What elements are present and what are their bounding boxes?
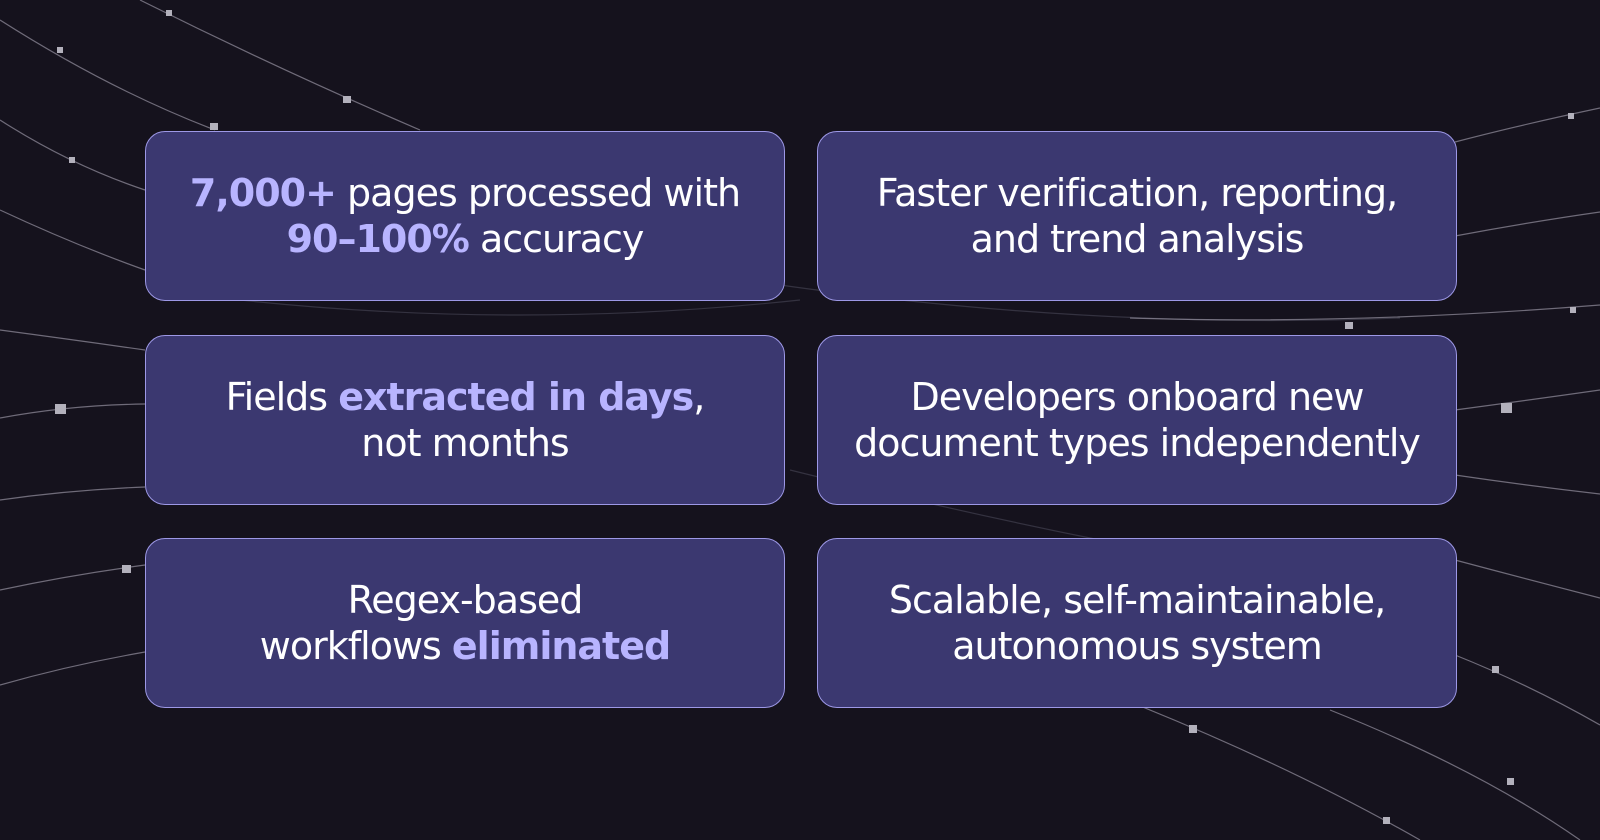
- highlight-card-regex-eliminated: Regex-based workflows eliminated: [145, 538, 785, 708]
- stat-pages-processed: 7,000+: [189, 171, 337, 215]
- card-text-line: Regex-based: [347, 578, 584, 622]
- card-text-line: and trend analysis: [970, 217, 1305, 261]
- highlight-eliminated: eliminated: [451, 624, 671, 668]
- card-text-segment: pages processed with: [335, 171, 741, 215]
- highlight-card-scalable-system: Scalable, self-maintainable, autonomous …: [817, 538, 1457, 708]
- card-text: Scalable, self-maintainable, autonomous …: [879, 577, 1395, 669]
- card-text-line: document types independently: [854, 421, 1421, 465]
- card-text-segment: workflows: [259, 624, 452, 668]
- card-text: Faster verification, reporting, and tren…: [867, 170, 1407, 262]
- card-text-line: not months: [361, 421, 569, 465]
- card-text-segment: accuracy: [468, 217, 644, 261]
- stat-accuracy: 90–100%: [286, 217, 470, 261]
- card-text-line: Scalable, self-maintainable,: [888, 578, 1386, 622]
- highlight-card-developers-onboard: Developers onboard new document types in…: [817, 335, 1457, 505]
- card-text: 7,000+ pages processed with 90–100% accu…: [180, 170, 750, 262]
- highlight-card-pages-accuracy: 7,000+ pages processed with 90–100% accu…: [145, 131, 785, 301]
- highlight-extracted-in-days: extracted in days: [338, 375, 694, 419]
- card-text: Fields extracted in days, not months: [216, 374, 715, 466]
- card-text: Regex-based workflows eliminated: [250, 577, 680, 669]
- card-text-line: Faster verification, reporting,: [876, 171, 1398, 215]
- highlight-card-fields-extracted: Fields extracted in days, not months: [145, 335, 785, 505]
- card-text-segment: ,: [693, 375, 705, 419]
- card-text: Developers onboard new document types in…: [844, 374, 1430, 466]
- card-text-line: autonomous system: [952, 624, 1322, 668]
- card-text-segment: Fields: [225, 375, 339, 419]
- highlight-card-verification: Faster verification, reporting, and tren…: [817, 131, 1457, 301]
- card-text-line: Developers onboard new: [910, 375, 1364, 419]
